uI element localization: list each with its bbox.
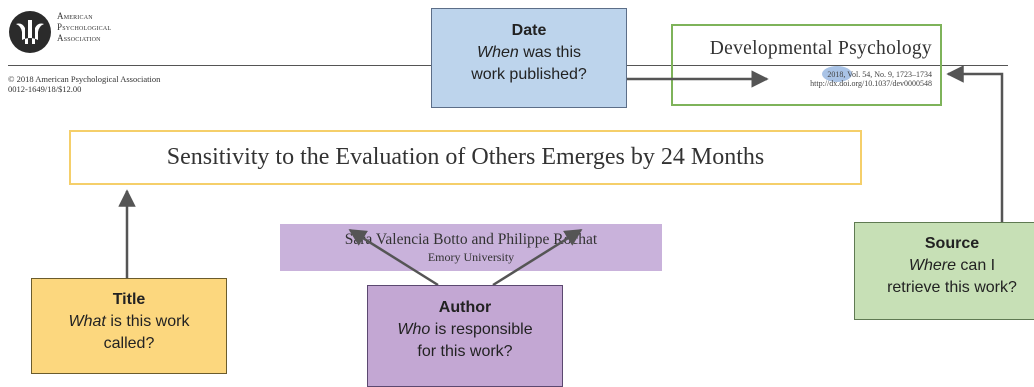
author-question-em: Who [397,321,431,338]
title-heading: Title [112,291,146,308]
date-heading: Date [511,22,547,39]
source-arrow [946,65,1004,222]
title-question-line2: called? [103,335,155,352]
copyright-line: © 2018 American Psychological Associatio… [8,74,161,84]
source-question-em: Where [908,257,956,274]
authors-strip: Sara Valencia Botto and Philippe Rochat … [280,224,662,271]
title-question-line1: What is this work [32,311,226,333]
journal-name: Developmental Psychology [709,38,932,59]
article-title: Sensitivity to the Evaluation of Others … [166,144,765,170]
source-callout: Source Where can I retrieve this work? [854,222,1034,320]
date-question-em: When [476,44,519,61]
date-callout: Date When was this work published? [431,8,627,108]
journal-volume-pages: Vol. 54, No. 9, 1723–1734 [847,70,932,79]
journal-doi: http://dx.doi.org/10.1037/dev0000548 [810,79,932,88]
author-question-line1: Who is responsible [368,319,562,341]
source-question-line1: Where can I [855,255,1034,277]
copyright-block: © 2018 American Psychological Associatio… [8,74,160,94]
date-question-line2: work published? [471,66,587,83]
publisher-name: American Psychological Association [57,11,111,44]
author-arrow-left [348,228,439,287]
source-heading: Source [924,235,980,252]
article-title-frame: Sensitivity to the Evaluation of Others … [69,130,862,185]
source-question-line2: retrieve this work? [887,279,1017,296]
publication-year: 2018, [827,70,846,79]
title-callout: Title What is this work called? [31,278,227,374]
journal-meta: 2018, Vol. 54, No. 9, 1723–1734 http://d… [673,70,932,88]
author-heading: Author [438,299,492,316]
journal-source-frame: Developmental Psychology 2018, Vol. 54, … [671,24,942,106]
authors-affiliation: Emory University [427,250,515,264]
code-line: 0012-1649/18/$12.00 [8,84,82,94]
date-question-rest: was this [518,44,582,61]
source-question-rest: can I [955,257,996,274]
author-question-rest: is responsible [430,321,533,338]
author-arrow-right [492,228,583,287]
publisher-line: Psychological [57,22,112,32]
apa-logo-icon [9,11,51,53]
author-question-line2: for this work? [417,343,513,360]
author-callout: Author Who is responsible for this work? [367,285,563,387]
title-question-rest: is this work [105,313,190,330]
authors-names: Sara Valencia Botto and Philippe Rochat [344,231,598,248]
publisher-line: Association [57,33,101,43]
title-question-em: What [68,313,106,330]
date-question-line1: When was this [432,42,626,64]
publisher-line: American [57,11,93,21]
